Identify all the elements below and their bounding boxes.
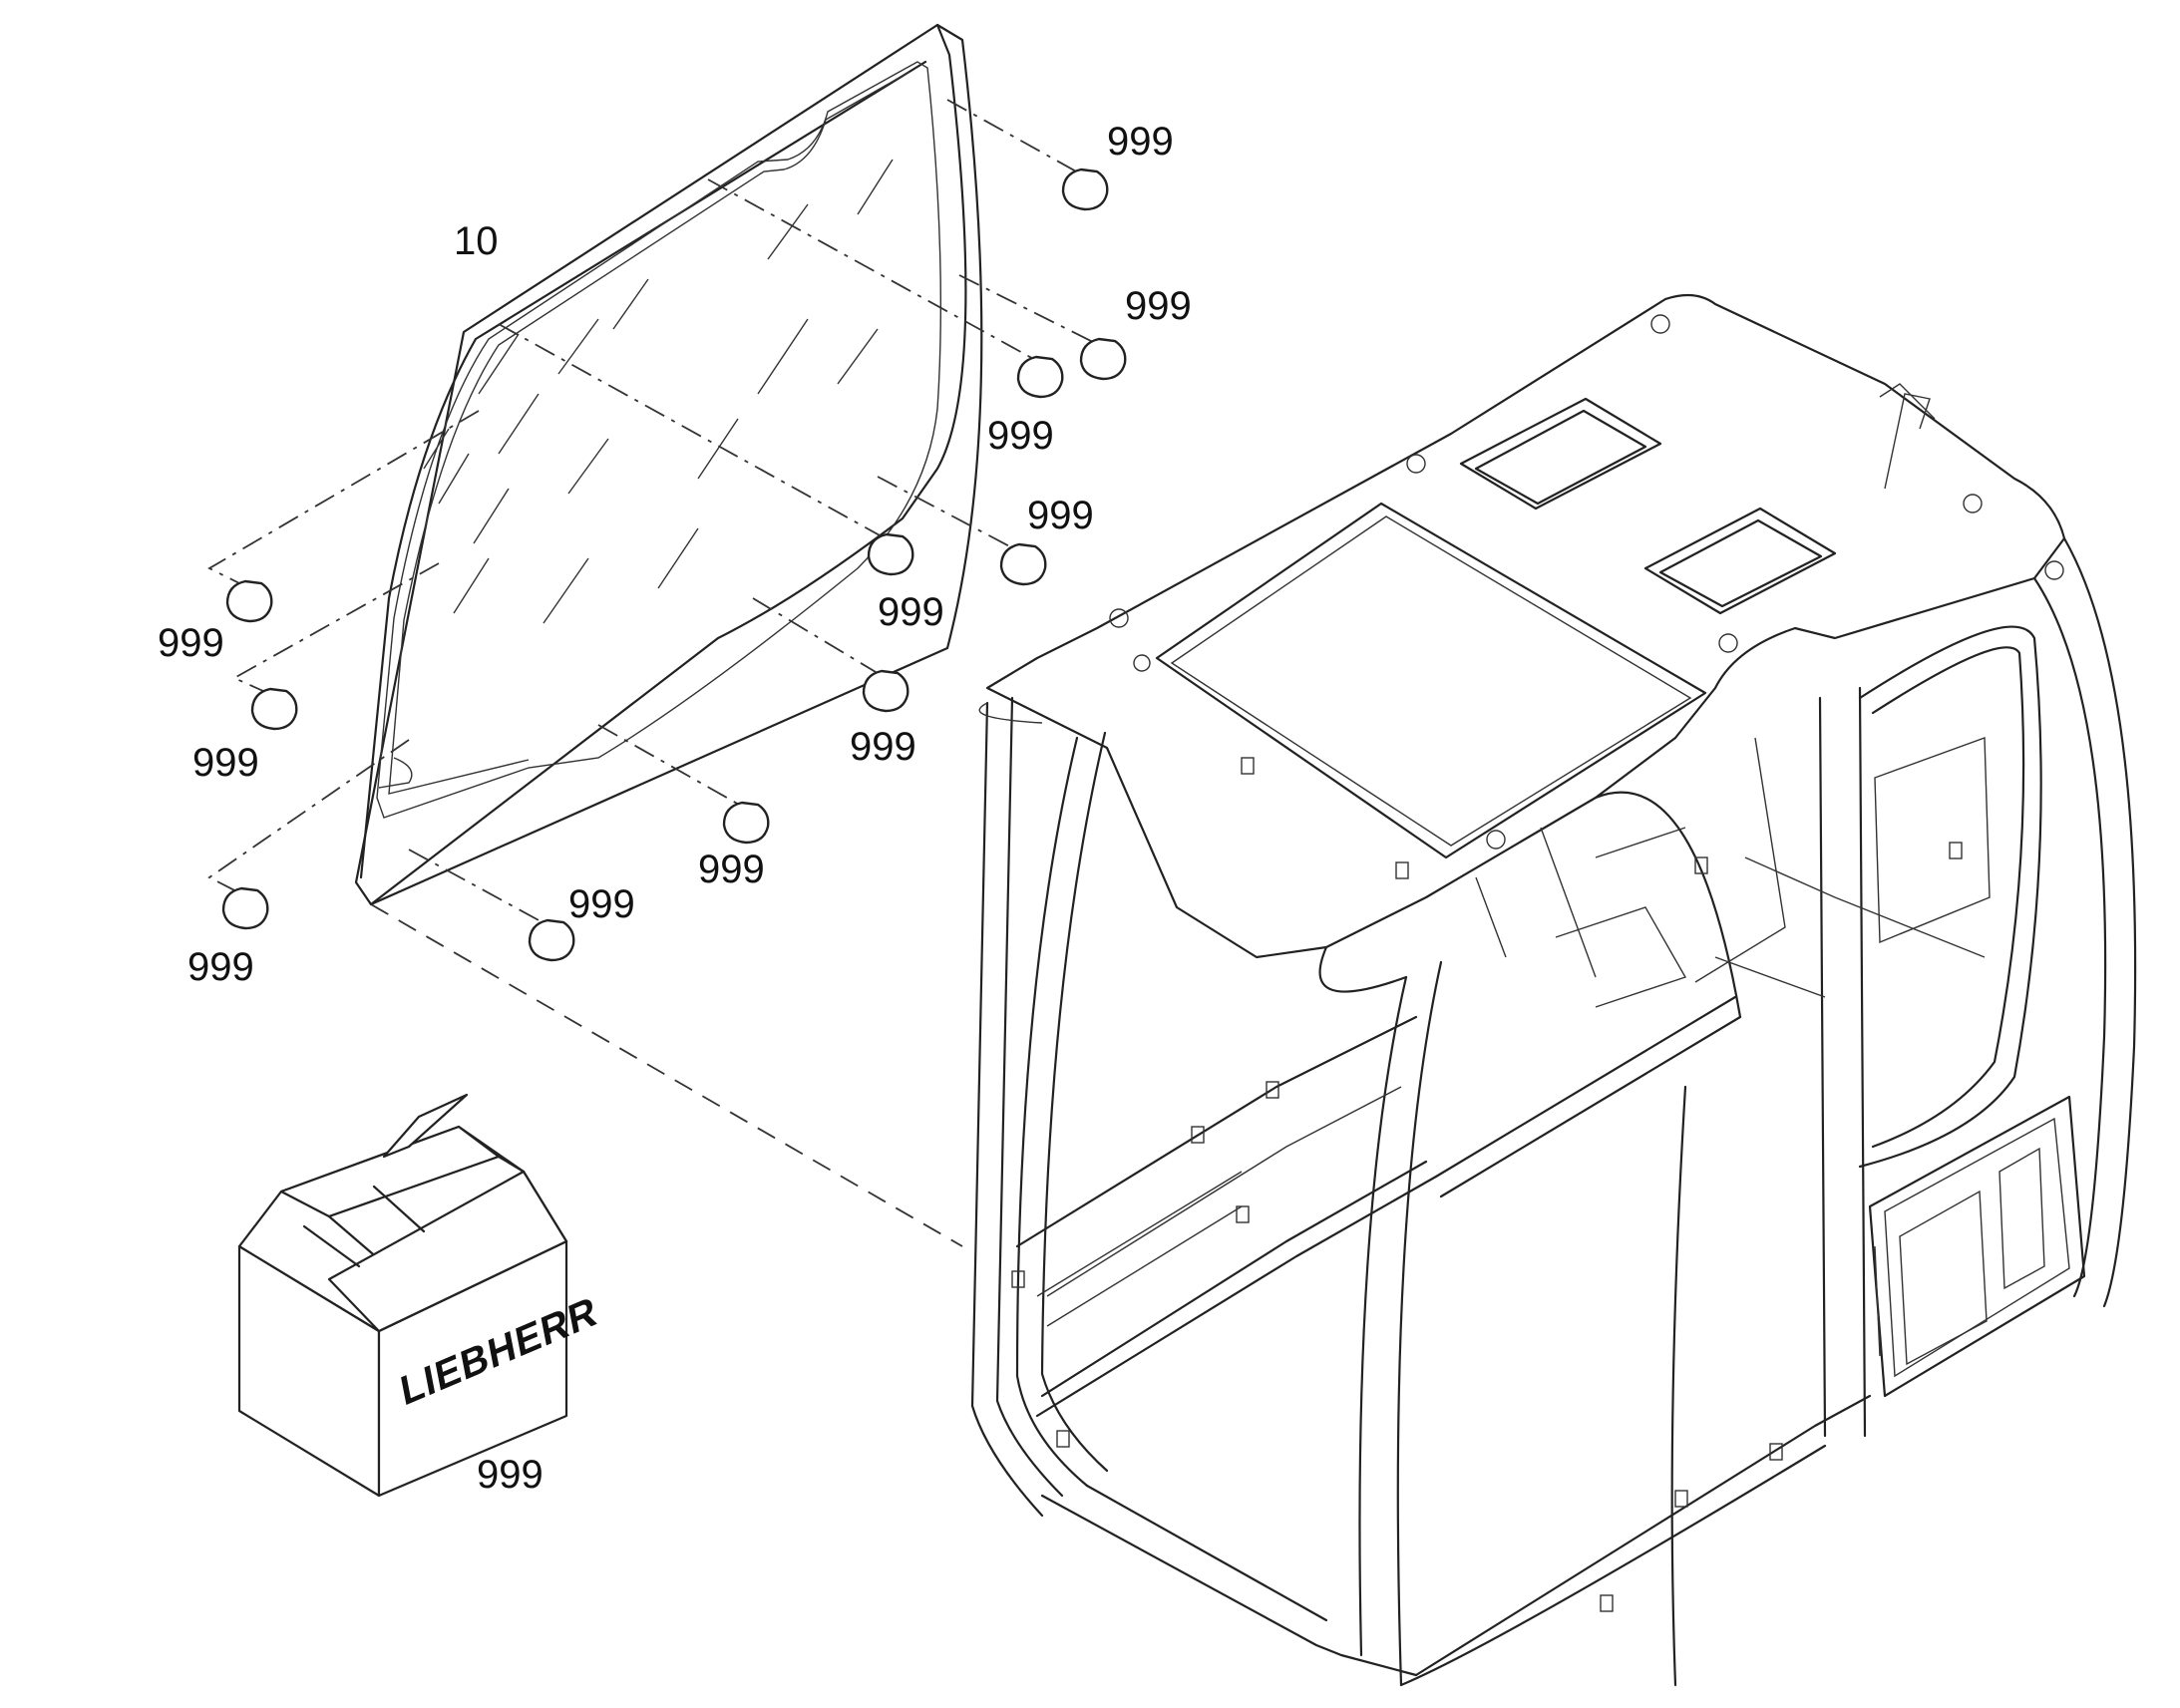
callout-c6[interactable]: 999 (850, 725, 916, 769)
leader-lines (207, 99, 1098, 1247)
sealant-blob-icon[interactable] (250, 687, 298, 731)
callout-c11[interactable]: 999 (187, 945, 254, 989)
sealant-blob-icon[interactable] (862, 669, 909, 713)
callout-c3[interactable]: 999 (987, 414, 1054, 458)
callout-c5[interactable]: 999 (878, 590, 944, 634)
callout-c2[interactable]: 999 (1125, 284, 1192, 328)
cardboard-box-icon[interactable]: LIEBHERR (237, 1093, 600, 1498)
callout-c4[interactable]: 999 (1027, 494, 1094, 537)
sealant-group (221, 168, 1127, 962)
sealant-blob-icon[interactable] (867, 532, 914, 576)
callout-c8[interactable]: 999 (568, 882, 635, 926)
sealant-blob-icon[interactable] (999, 542, 1047, 586)
sealant-blob-icon[interactable] (722, 801, 770, 845)
frame-brackets (1011, 757, 1963, 1612)
callout-c10[interactable]: 999 (192, 741, 259, 785)
sealant-blob-icon[interactable] (528, 918, 575, 962)
sealant-blob-icon[interactable] (1016, 355, 1064, 399)
sealant-blob-icon[interactable] (221, 886, 269, 930)
callout-box[interactable]: 999 (477, 1453, 544, 1497)
callout-c7[interactable]: 999 (698, 848, 765, 891)
window-glass-icon[interactable] (354, 23, 983, 906)
callout-c1[interactable]: 999 (1107, 120, 1174, 164)
sealant-blob-icon[interactable] (1079, 337, 1127, 381)
callout-labels: 10 999 999 999 999 999 999 999 999 999 9… (158, 120, 1192, 1497)
sealant-blob-icon[interactable] (1061, 168, 1109, 211)
operator-cab-icon[interactable] (970, 293, 2137, 1687)
sealant-blob-icon[interactable] (225, 579, 273, 623)
callout-glass-pane[interactable]: 10 (454, 219, 499, 263)
roof-bolts (1109, 314, 2064, 850)
callout-c9[interactable]: 999 (158, 621, 224, 665)
